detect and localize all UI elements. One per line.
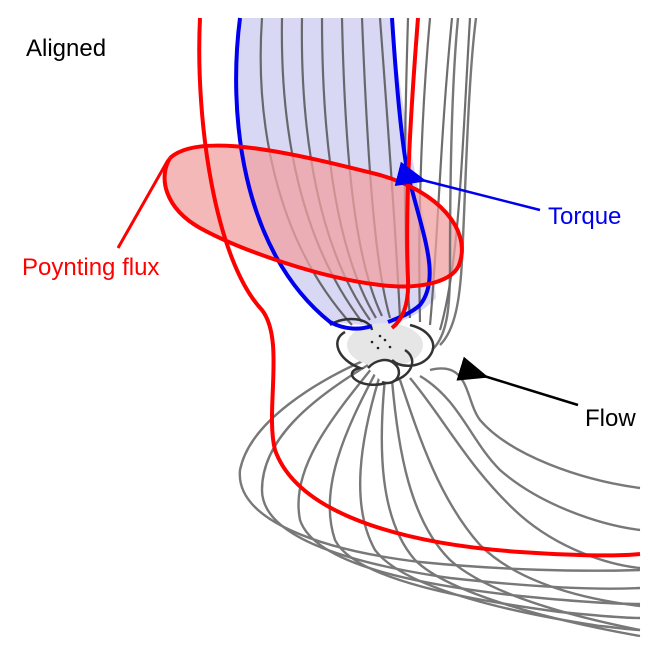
- poynting-leader: [116, 159, 170, 249]
- torque-arrow: [394, 161, 541, 212]
- flow-arrow: [456, 356, 579, 407]
- diagram-title: Aligned: [26, 35, 107, 62]
- poynting-flux-boundary: [162, 143, 464, 289]
- poynting-flux-region: [164, 145, 462, 287]
- poynting-outer-line-left: [197, 17, 641, 558]
- torque-label: Torque: [548, 203, 622, 230]
- torque-boundary-right: [387, 17, 432, 324]
- neutron-star: [329, 317, 435, 386]
- flow-label: Flow: [585, 405, 636, 432]
- poynting-flux-label: Poynting flux: [22, 254, 160, 281]
- closed-field-lines: [238, 17, 641, 638]
- poynting-outer-line-right: [390, 17, 420, 330]
